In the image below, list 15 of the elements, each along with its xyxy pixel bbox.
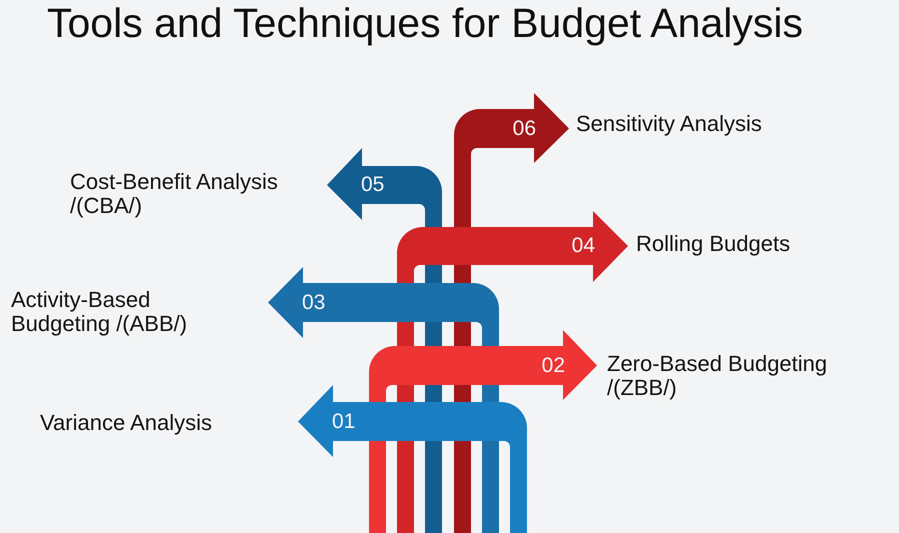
step-label: Rolling Budgets	[636, 232, 790, 256]
step-number: 04	[572, 234, 595, 258]
step-number: 03	[302, 290, 326, 314]
step-number: 05	[361, 173, 384, 197]
step-number: 01	[332, 410, 356, 434]
step-label: Zero-Based Budgeting /(ZBB/)	[607, 352, 828, 400]
step-number: 02	[542, 354, 565, 378]
step-number: 06	[512, 116, 536, 140]
step-label: Cost-Benefit Analysis /(CBA/)	[70, 170, 279, 218]
step-label: Sensitivity Analysis	[576, 112, 762, 136]
step-label: Activity-Based Budgeting /(ABB/)	[11, 288, 188, 336]
step-label: Variance Analysis	[40, 411, 212, 435]
step-ribbon	[369, 330, 597, 533]
step-ribbon	[298, 385, 527, 533]
title: Tools and Techniques for Budget Analysis	[47, 3, 803, 44]
